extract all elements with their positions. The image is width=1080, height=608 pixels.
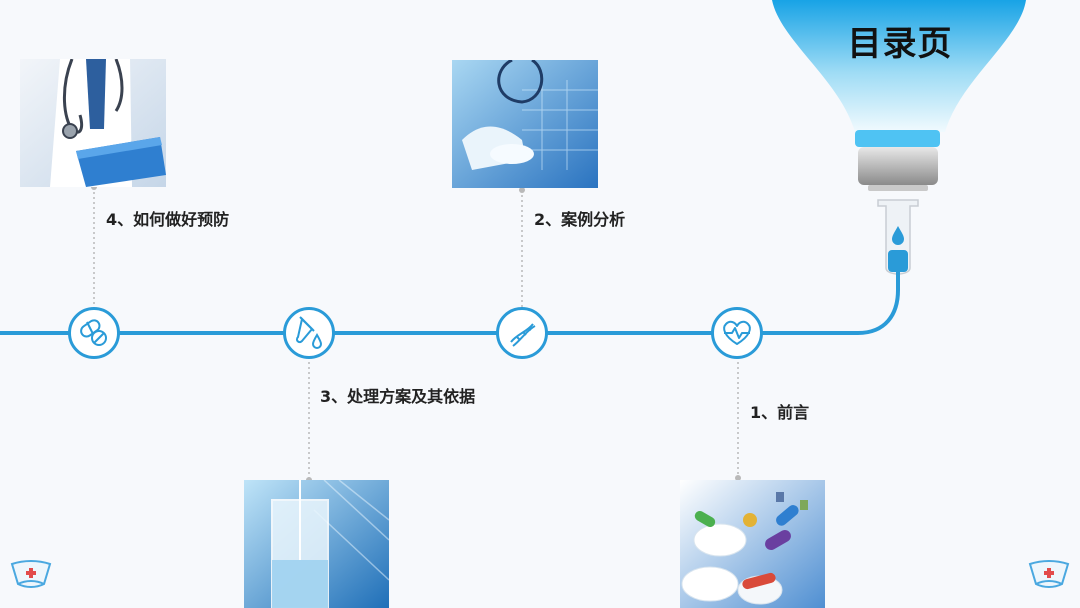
test-tube-photo [244, 480, 389, 608]
item-label-1[interactable]: 1、前言 [750, 403, 810, 422]
item-label-3[interactable]: 3、处理方案及其依据 [320, 387, 476, 406]
timeline-line [0, 272, 900, 335]
heart-pulse-icon [723, 320, 751, 345]
pills-icon [80, 319, 107, 346]
bottle-cap [858, 147, 938, 185]
item-label-4[interactable]: 4、如何做好预防 [106, 210, 230, 229]
infusion-bottle [772, 0, 1026, 132]
nurse-cap-icon-left [10, 560, 52, 588]
nurse-cap-icon-right [1028, 560, 1070, 588]
item-label-2[interactable]: 2、案例分析 [534, 210, 626, 229]
test-tube-drop-icon [295, 316, 323, 349]
timeline-node-1[interactable] [711, 307, 763, 359]
timeline-node-4[interactable] [68, 307, 120, 359]
pills-photo [680, 480, 825, 608]
timeline-node-2[interactable] [496, 307, 548, 359]
dna-icon [510, 323, 536, 347]
doctor-tablet-photo [452, 60, 598, 188]
timeline-node-3[interactable] [283, 307, 335, 359]
bottle-neck-band [855, 130, 940, 147]
doctor-stethoscope-photo [20, 59, 166, 187]
page-title: 目录页 [847, 24, 953, 64]
